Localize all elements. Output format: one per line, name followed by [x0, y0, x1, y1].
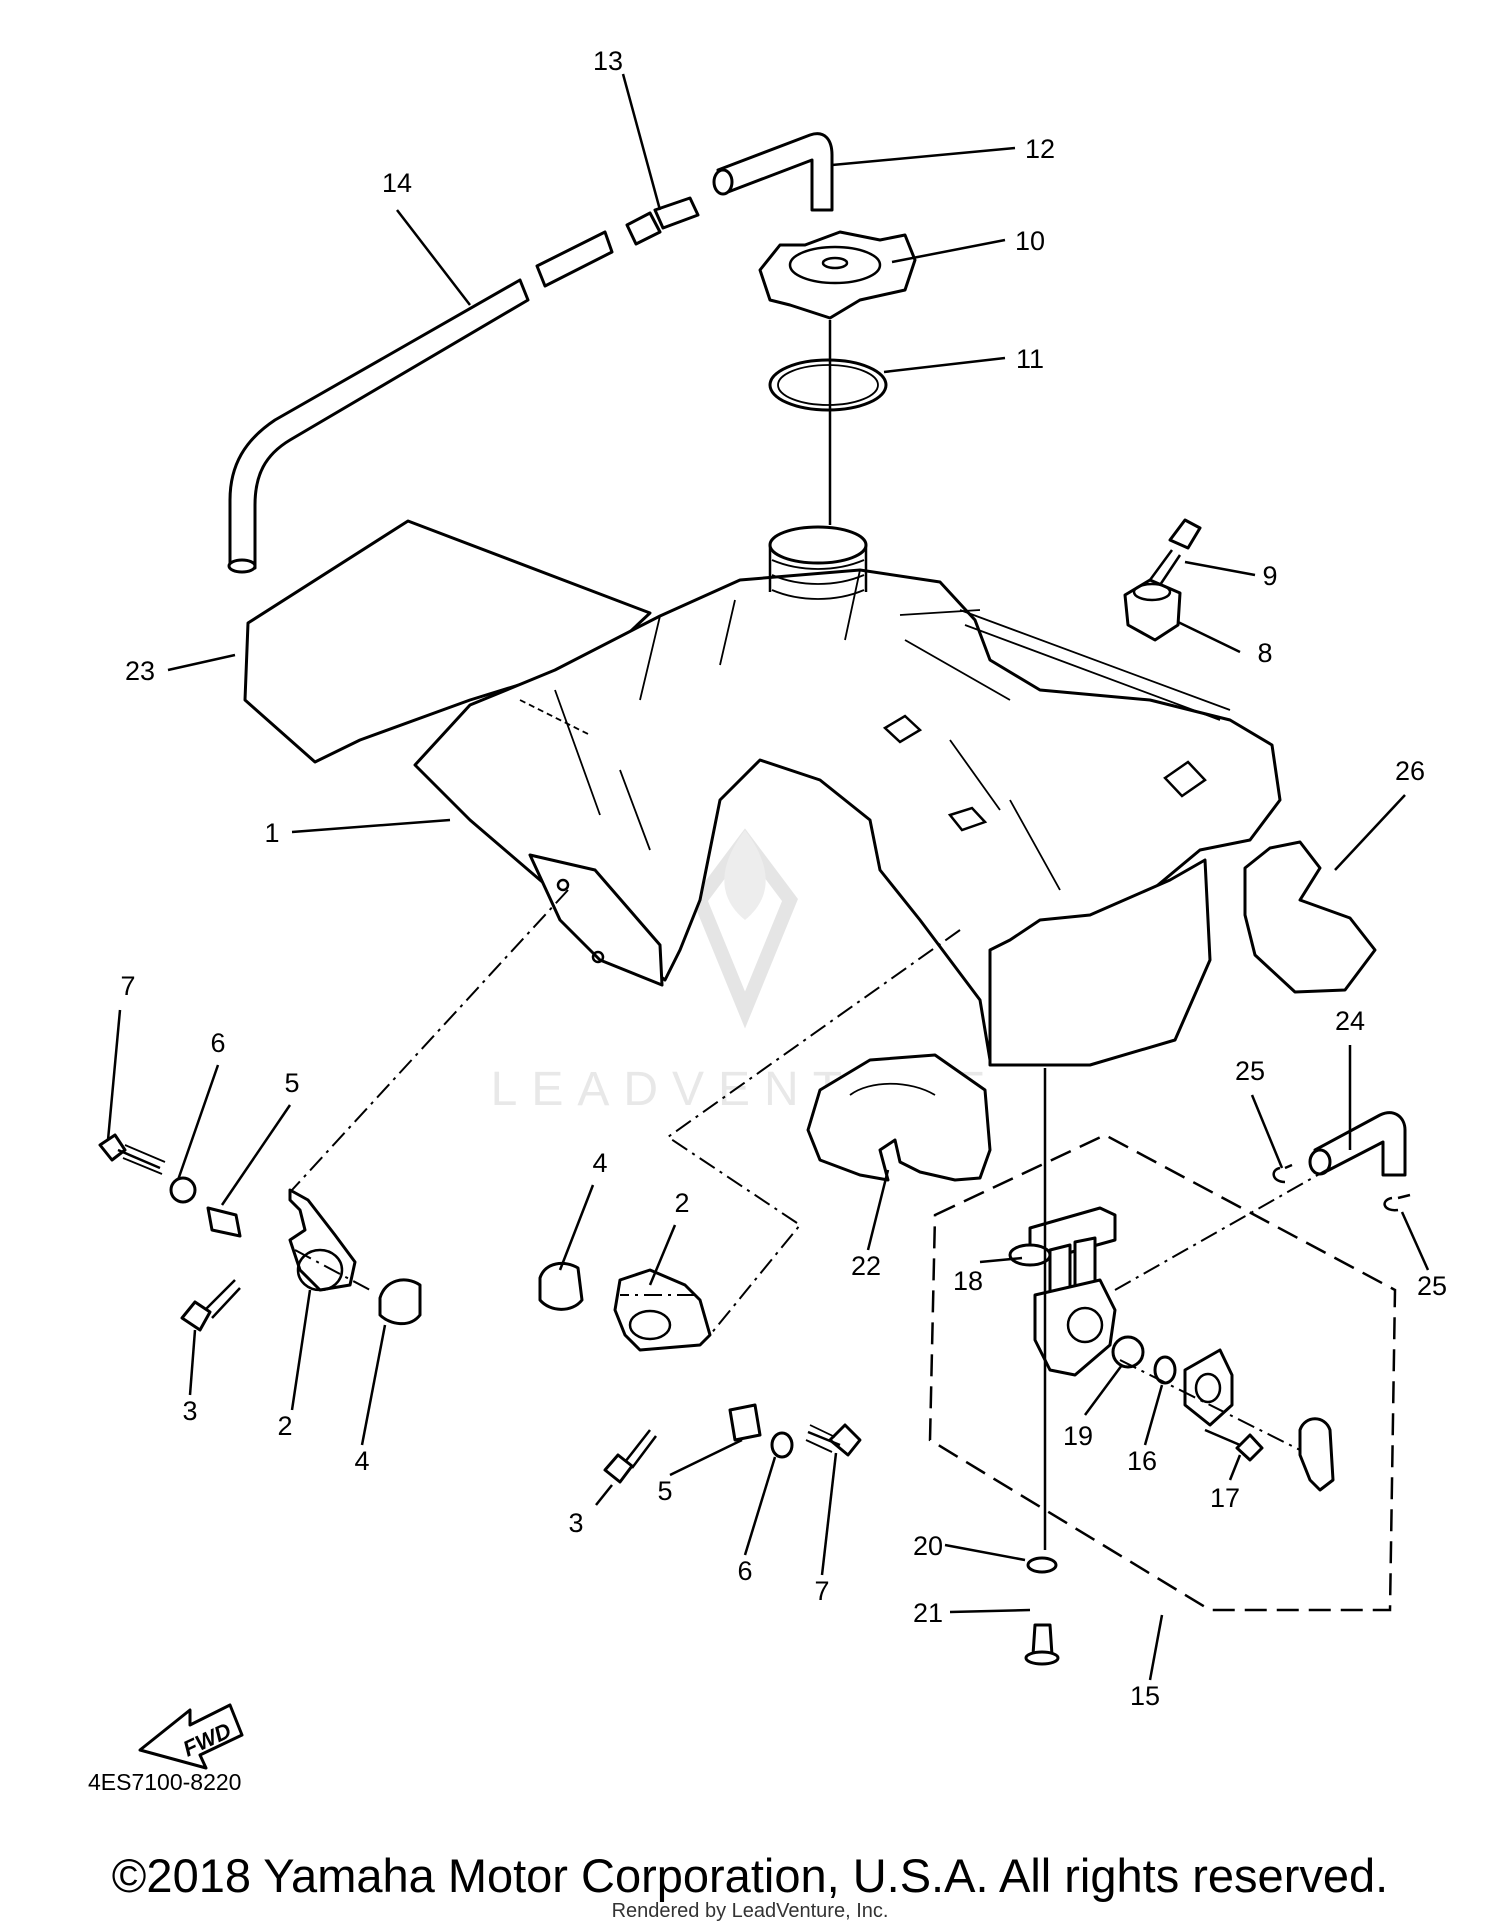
callout-5-centre: 5 [657, 1476, 672, 1506]
callout-10: 10 [1015, 226, 1045, 256]
callout-6-left: 6 [210, 1028, 225, 1058]
callout-20: 20 [913, 1531, 943, 1561]
fuel-cock-kit-outline [928, 1133, 1397, 1612]
hose-clip-25b [1383, 1193, 1411, 1212]
diagram-code: 4ES7100-8220 [88, 1769, 241, 1795]
callout-7-centre: 7 [814, 1576, 829, 1606]
callout-16: 16 [1127, 1446, 1157, 1476]
callout-19: 19 [1063, 1421, 1093, 1451]
breather-hose-assembly [227, 132, 834, 574]
callout-8: 8 [1257, 638, 1272, 668]
callout-14: 14 [382, 168, 412, 198]
damper-22 [806, 1053, 992, 1182]
callout-3-left: 3 [182, 1396, 197, 1426]
collar-8 [1123, 578, 1182, 642]
callout-1: 1 [264, 818, 279, 848]
forward-direction-arrow: FWD [138, 1703, 244, 1770]
callout-21: 21 [913, 1598, 943, 1628]
callout-3-centre: 3 [568, 1508, 583, 1538]
callout-18: 18 [953, 1266, 983, 1296]
fuel-tank [243, 519, 1282, 1067]
callout-13: 13 [593, 46, 623, 76]
callout-23: 23 [125, 656, 155, 686]
left-bracket-group [98, 1133, 422, 1332]
callout-4-centre: 4 [592, 1148, 607, 1178]
centre-bracket-group [538, 1261, 862, 1484]
callout-17: 17 [1210, 1483, 1240, 1513]
fuel-cap [758, 230, 917, 320]
callout-2-left: 2 [277, 1411, 292, 1441]
side-cover [243, 519, 652, 764]
callout-6-centre: 6 [737, 1556, 752, 1586]
bolt-9 [1148, 518, 1202, 586]
callout-labels: 13 12 14 10 11 9 8 23 26 1 7 6 5 3 2 4 4… [120, 46, 1447, 1711]
callout-24: 24 [1335, 1006, 1365, 1036]
damper-26 [1243, 840, 1377, 994]
callout-15: 15 [1130, 1681, 1160, 1711]
fuel-hose-24 [1308, 1111, 1407, 1177]
callout-7-left: 7 [120, 971, 135, 1001]
callout-2-centre: 2 [674, 1188, 689, 1218]
copyright-notice: ©2018 Yamaha Motor Corporation, U.S.A. A… [111, 1849, 1389, 1902]
callout-26: 26 [1395, 756, 1425, 786]
callout-11: 11 [1016, 344, 1044, 374]
callout-25-top: 25 [1235, 1056, 1265, 1086]
callout-5-left: 5 [284, 1068, 299, 1098]
fuel-cap-gasket [768, 358, 888, 412]
callout-25-right: 25 [1417, 1271, 1447, 1301]
callout-12: 12 [1025, 134, 1055, 164]
callout-9: 9 [1262, 561, 1277, 591]
fuel-cock-assembly [1008, 1206, 1335, 1666]
leader-lines [106, 73, 1430, 1681]
hose-clip-25a [1272, 1163, 1293, 1184]
callout-22: 22 [851, 1251, 881, 1281]
callout-4-left: 4 [354, 1446, 369, 1476]
rendered-by-notice: Rendered by LeadVenture, Inc. [611, 1900, 889, 1922]
